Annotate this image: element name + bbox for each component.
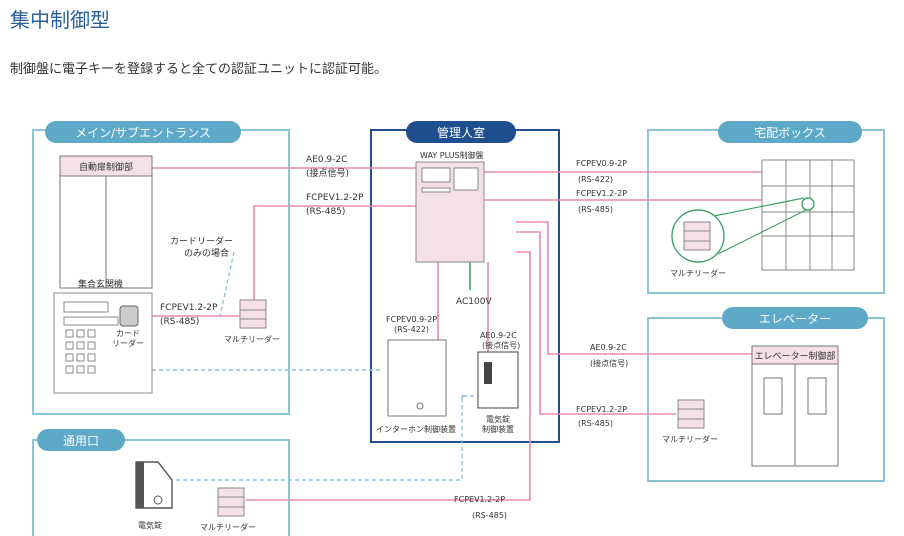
auto-door-controller: 自動扉制御部 xyxy=(59,155,153,289)
electric-lock xyxy=(135,461,173,509)
cable-elevator-485-signal: (RS-485) xyxy=(578,419,613,428)
page-description: 制御盤に電子キーを登録すると全ての認証ユニットに認証可能。 xyxy=(10,62,388,77)
cable-lock-type: AE0.9-2C xyxy=(480,331,517,340)
panel-main-entrance: メイン/サブエントランス xyxy=(32,121,290,415)
multi-reader-entrance xyxy=(239,299,267,329)
dashed-lines xyxy=(152,251,478,481)
cable-reader-type: FCPEV1.2-2P xyxy=(306,193,364,203)
multi-reader-elevator-label: マルチリーダー xyxy=(662,434,718,444)
cable-delivery-422-signal: (RS-422) xyxy=(578,175,613,184)
panel-service-door: 通用口 xyxy=(32,429,290,536)
cable-service-type: FCPEV1.2-2P xyxy=(454,495,505,504)
multi-reader-service-label: マルチリーダー xyxy=(200,522,256,532)
area-label-elevator: エレベーター xyxy=(759,312,831,326)
card-reader-only-note-1: カードリーダー xyxy=(170,235,233,247)
auto-door-label: 自動扉制御部 xyxy=(79,161,133,173)
cable-intercom-signal: (RS-422) xyxy=(394,325,429,334)
cable-entrance-type: FCPEV1.2-2P xyxy=(160,303,218,313)
card-reader-label-1: カード xyxy=(116,329,140,338)
elevator-controller: エレベーター制御部 xyxy=(751,345,839,467)
lock-controller-label-1: 電気錠 xyxy=(486,414,510,424)
page-title: 集中制御型 xyxy=(10,8,110,32)
lock-controller xyxy=(477,351,519,409)
card-reader-label-2: リーダー xyxy=(112,338,144,348)
signal-lines xyxy=(140,167,809,501)
cable-lock-signal: (接点信号) xyxy=(482,340,520,350)
multi-reader-service xyxy=(217,487,245,517)
cable-intercom-type: FCPEV0.9-2P xyxy=(386,315,437,324)
cable-service-signal: (RS-485) xyxy=(472,511,507,520)
area-label-service-door: 通用口 xyxy=(63,434,99,448)
card-reader-only-note-2: のみの場合 xyxy=(184,247,229,259)
intercom-label: インターホン制御装置 xyxy=(376,424,456,434)
cable-delivery-485-signal: (RS-485) xyxy=(578,205,613,214)
electric-lock-label: 電気錠 xyxy=(138,520,162,530)
entrance-unit xyxy=(53,292,153,394)
entrance-unit-label: 集合玄関機 xyxy=(78,278,123,290)
multi-reader-entrance-label: マルチリーダー xyxy=(224,334,280,344)
panel-control-room: 管理人室 xyxy=(370,121,560,443)
area-label-control-room: 管理人室 xyxy=(437,125,485,140)
multi-reader-delivery-label: マルチリーダー xyxy=(670,268,726,278)
way-plus-panel xyxy=(415,161,485,263)
cable-entrance-signal: (RS-485) xyxy=(160,317,199,327)
ac100v-label: AC100V xyxy=(456,297,492,307)
elevator-controller-label: エレベーター制御部 xyxy=(754,350,835,362)
cable-auto-door-type: AE0.9-2C xyxy=(306,155,347,165)
cable-elevator-contact-type: AE0.9-2C xyxy=(590,343,627,352)
cable-elevator-contact-signal: (接点信号) xyxy=(590,358,628,368)
cable-delivery-485-type: FCPEV1.2-2P xyxy=(576,189,627,198)
panel-elevator: エレベーター xyxy=(647,307,885,482)
area-label-delivery-box: 宅配ボックス xyxy=(754,125,826,140)
multi-reader-elevator xyxy=(677,399,705,429)
area-label-main-entrance: メイン/サブエントランス xyxy=(75,125,211,140)
cable-reader-signal: (RS-485) xyxy=(306,207,345,217)
cable-auto-door-signal: (接点信号) xyxy=(306,167,349,179)
panel-delivery-box: 宅配ボックス xyxy=(647,121,885,294)
way-plus-label: WAY PLUS制御盤 xyxy=(420,150,484,160)
lock-controller-label-2: 制御装置 xyxy=(482,424,514,434)
intercom-controller xyxy=(387,339,447,417)
cable-delivery-422-type: FCPEV0.9-2P xyxy=(576,159,627,168)
delivery-box-unit xyxy=(671,159,855,271)
cable-elevator-485-type: FCPEV1.2-2P xyxy=(576,405,627,414)
